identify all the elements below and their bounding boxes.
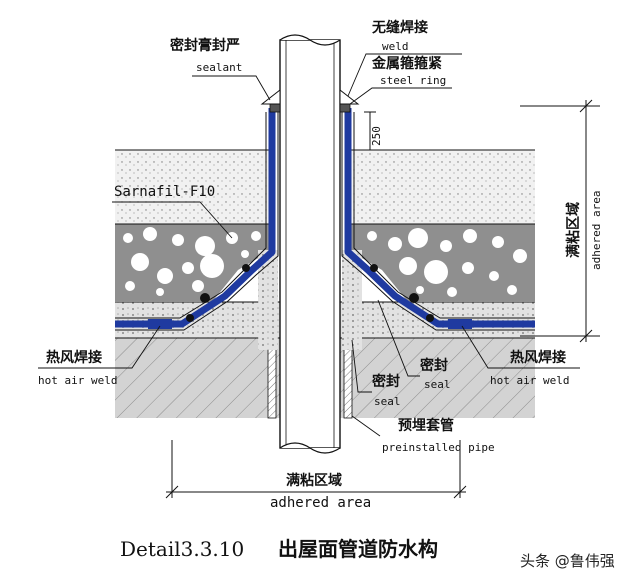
caption-detail: Detail3.3.10: [120, 537, 244, 561]
dimension-250: [364, 111, 376, 151]
hot-air-right-en: hot air weld: [490, 374, 569, 387]
sealant-en: sealant: [196, 61, 242, 74]
side-dimension: [520, 99, 600, 343]
adhered-side-cn: 满粘区域: [565, 202, 582, 258]
preinstalled-en: preinstalled pipe: [382, 441, 495, 454]
sealant-cn: 密封膏封严: [169, 37, 240, 54]
screed-layer-left: [115, 150, 275, 224]
weld-en: weld: [382, 40, 409, 53]
seal-mid-en: seal: [374, 395, 401, 408]
seal-right-cn: 密封: [419, 357, 448, 374]
hot-air-right-cn: 热风焊接: [510, 349, 566, 366]
seal-right-en: seal: [424, 378, 451, 391]
seal-mid-cn: 密封: [371, 373, 400, 390]
weld-cn: 无缝焊接: [371, 19, 428, 36]
adhered-side-en: adhered area: [590, 191, 603, 270]
watermark: 头条 @鲁伟强: [520, 552, 615, 570]
sleeve-fill: [342, 250, 362, 350]
sleeve-fill: [258, 250, 278, 350]
hot-air-left-en: hot air weld: [38, 374, 117, 387]
roof-pipe: [279, 34, 341, 454]
steel-ring-en: steel ring: [380, 74, 446, 87]
insulation-layer: [115, 224, 535, 302]
adhered-bottom-cn: 满粘区域: [286, 472, 342, 489]
screed-layer-right: [345, 150, 535, 224]
hot-air-left-cn: 热风焊接: [46, 349, 102, 366]
membrane-label: Sarnafil-F10: [114, 184, 215, 200]
caption-title: 出屋面管道防水构: [278, 537, 438, 561]
weld-beads: [186, 264, 434, 322]
bottom-dimension: [165, 440, 467, 499]
steel-ring-cn: 金属箍箍紧: [371, 55, 442, 72]
preinstalled-cn: 预埋套管: [398, 417, 454, 434]
sealant-bead: [260, 88, 360, 105]
adhered-bottom-en: adhered area: [270, 495, 371, 511]
waterproof-membrane: [115, 108, 535, 331]
dimension-250-label: 250: [370, 126, 383, 146]
